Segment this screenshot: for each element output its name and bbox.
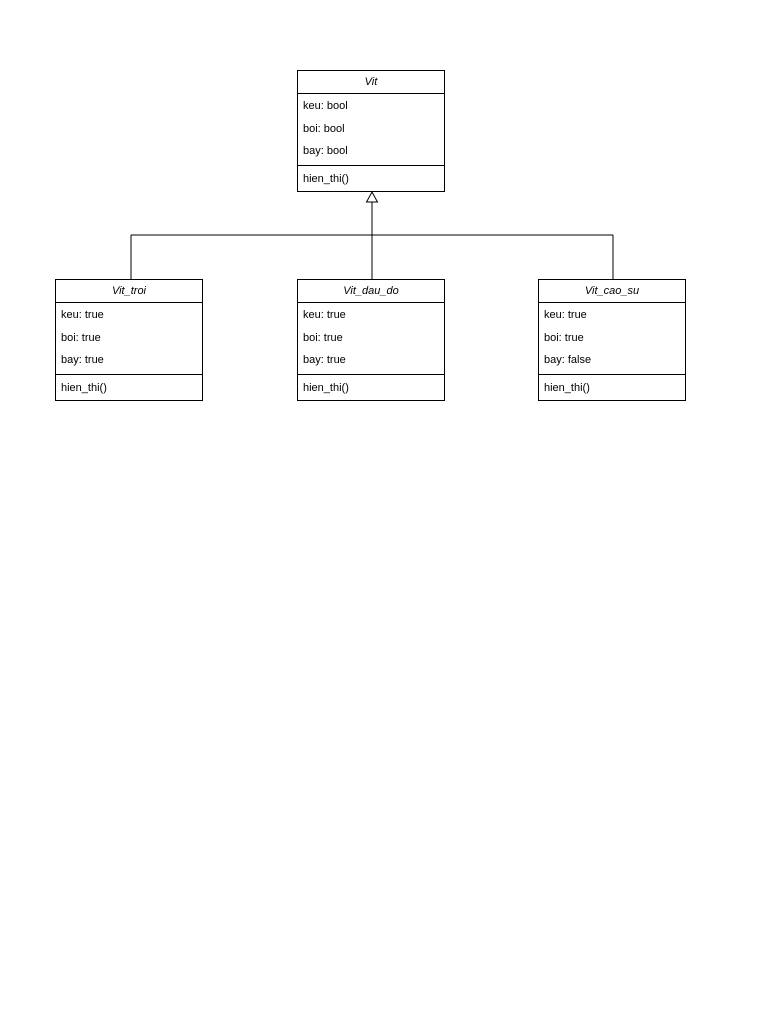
attribute-boi: boi: bool (303, 122, 345, 135)
attribute-keu: keu: true (61, 309, 104, 321)
attribute-keu: keu: bool (303, 100, 348, 112)
class-name: Vit (298, 71, 444, 94)
attribute-bay: bay: true (303, 354, 346, 366)
class-vit-cao-su[interactable]: Vit_cao_su keu: true boi: true bay: fals… (538, 279, 686, 401)
attribute-boi: boi: true (61, 331, 101, 344)
class-vit-dau-do[interactable]: Vit_dau_do keu: true boi: true bay: true… (297, 279, 445, 401)
attribute-boi: boi: true (303, 331, 343, 344)
class-name: Vit_dau_do (298, 280, 444, 303)
generalization-arrowhead (365, 190, 379, 203)
attribute-compartment: keu: true boi: true bay: false (539, 303, 685, 375)
class-name: Vit_cao_su (539, 280, 685, 303)
attribute-bay: bay: false (544, 354, 592, 366)
method-compartment: hien_thi() (298, 375, 444, 400)
class-vit-troi[interactable]: Vit_troi keu: true boi: true bay: true h… (55, 279, 203, 401)
method-compartment: hien_thi() (298, 166, 444, 191)
attribute-compartment: keu: true boi: true bay: true (56, 303, 202, 375)
attribute-compartment: keu: bool boi: bool bay: bool (298, 94, 444, 166)
class-vit[interactable]: Vit keu: bool boi: bool bay: bool hien_t… (297, 70, 445, 192)
method-compartment: hien_thi() (56, 375, 202, 400)
attribute-keu: keu: true (544, 309, 587, 321)
method-compartment: hien_thi() (539, 375, 685, 400)
method-hien-thi: hien_thi() (303, 172, 349, 185)
attribute-keu: keu: true (303, 309, 346, 321)
attribute-boi: boi: true (544, 331, 584, 344)
method-hien-thi: hien_thi() (61, 381, 107, 394)
attribute-bay: bay: true (61, 354, 104, 366)
class-name: Vit_troi (56, 280, 202, 303)
method-hien-thi: hien_thi() (544, 381, 590, 394)
attribute-bay: bay: bool (303, 145, 348, 157)
method-hien-thi: hien_thi() (303, 381, 349, 394)
attribute-compartment: keu: true boi: true bay: true (298, 303, 444, 375)
